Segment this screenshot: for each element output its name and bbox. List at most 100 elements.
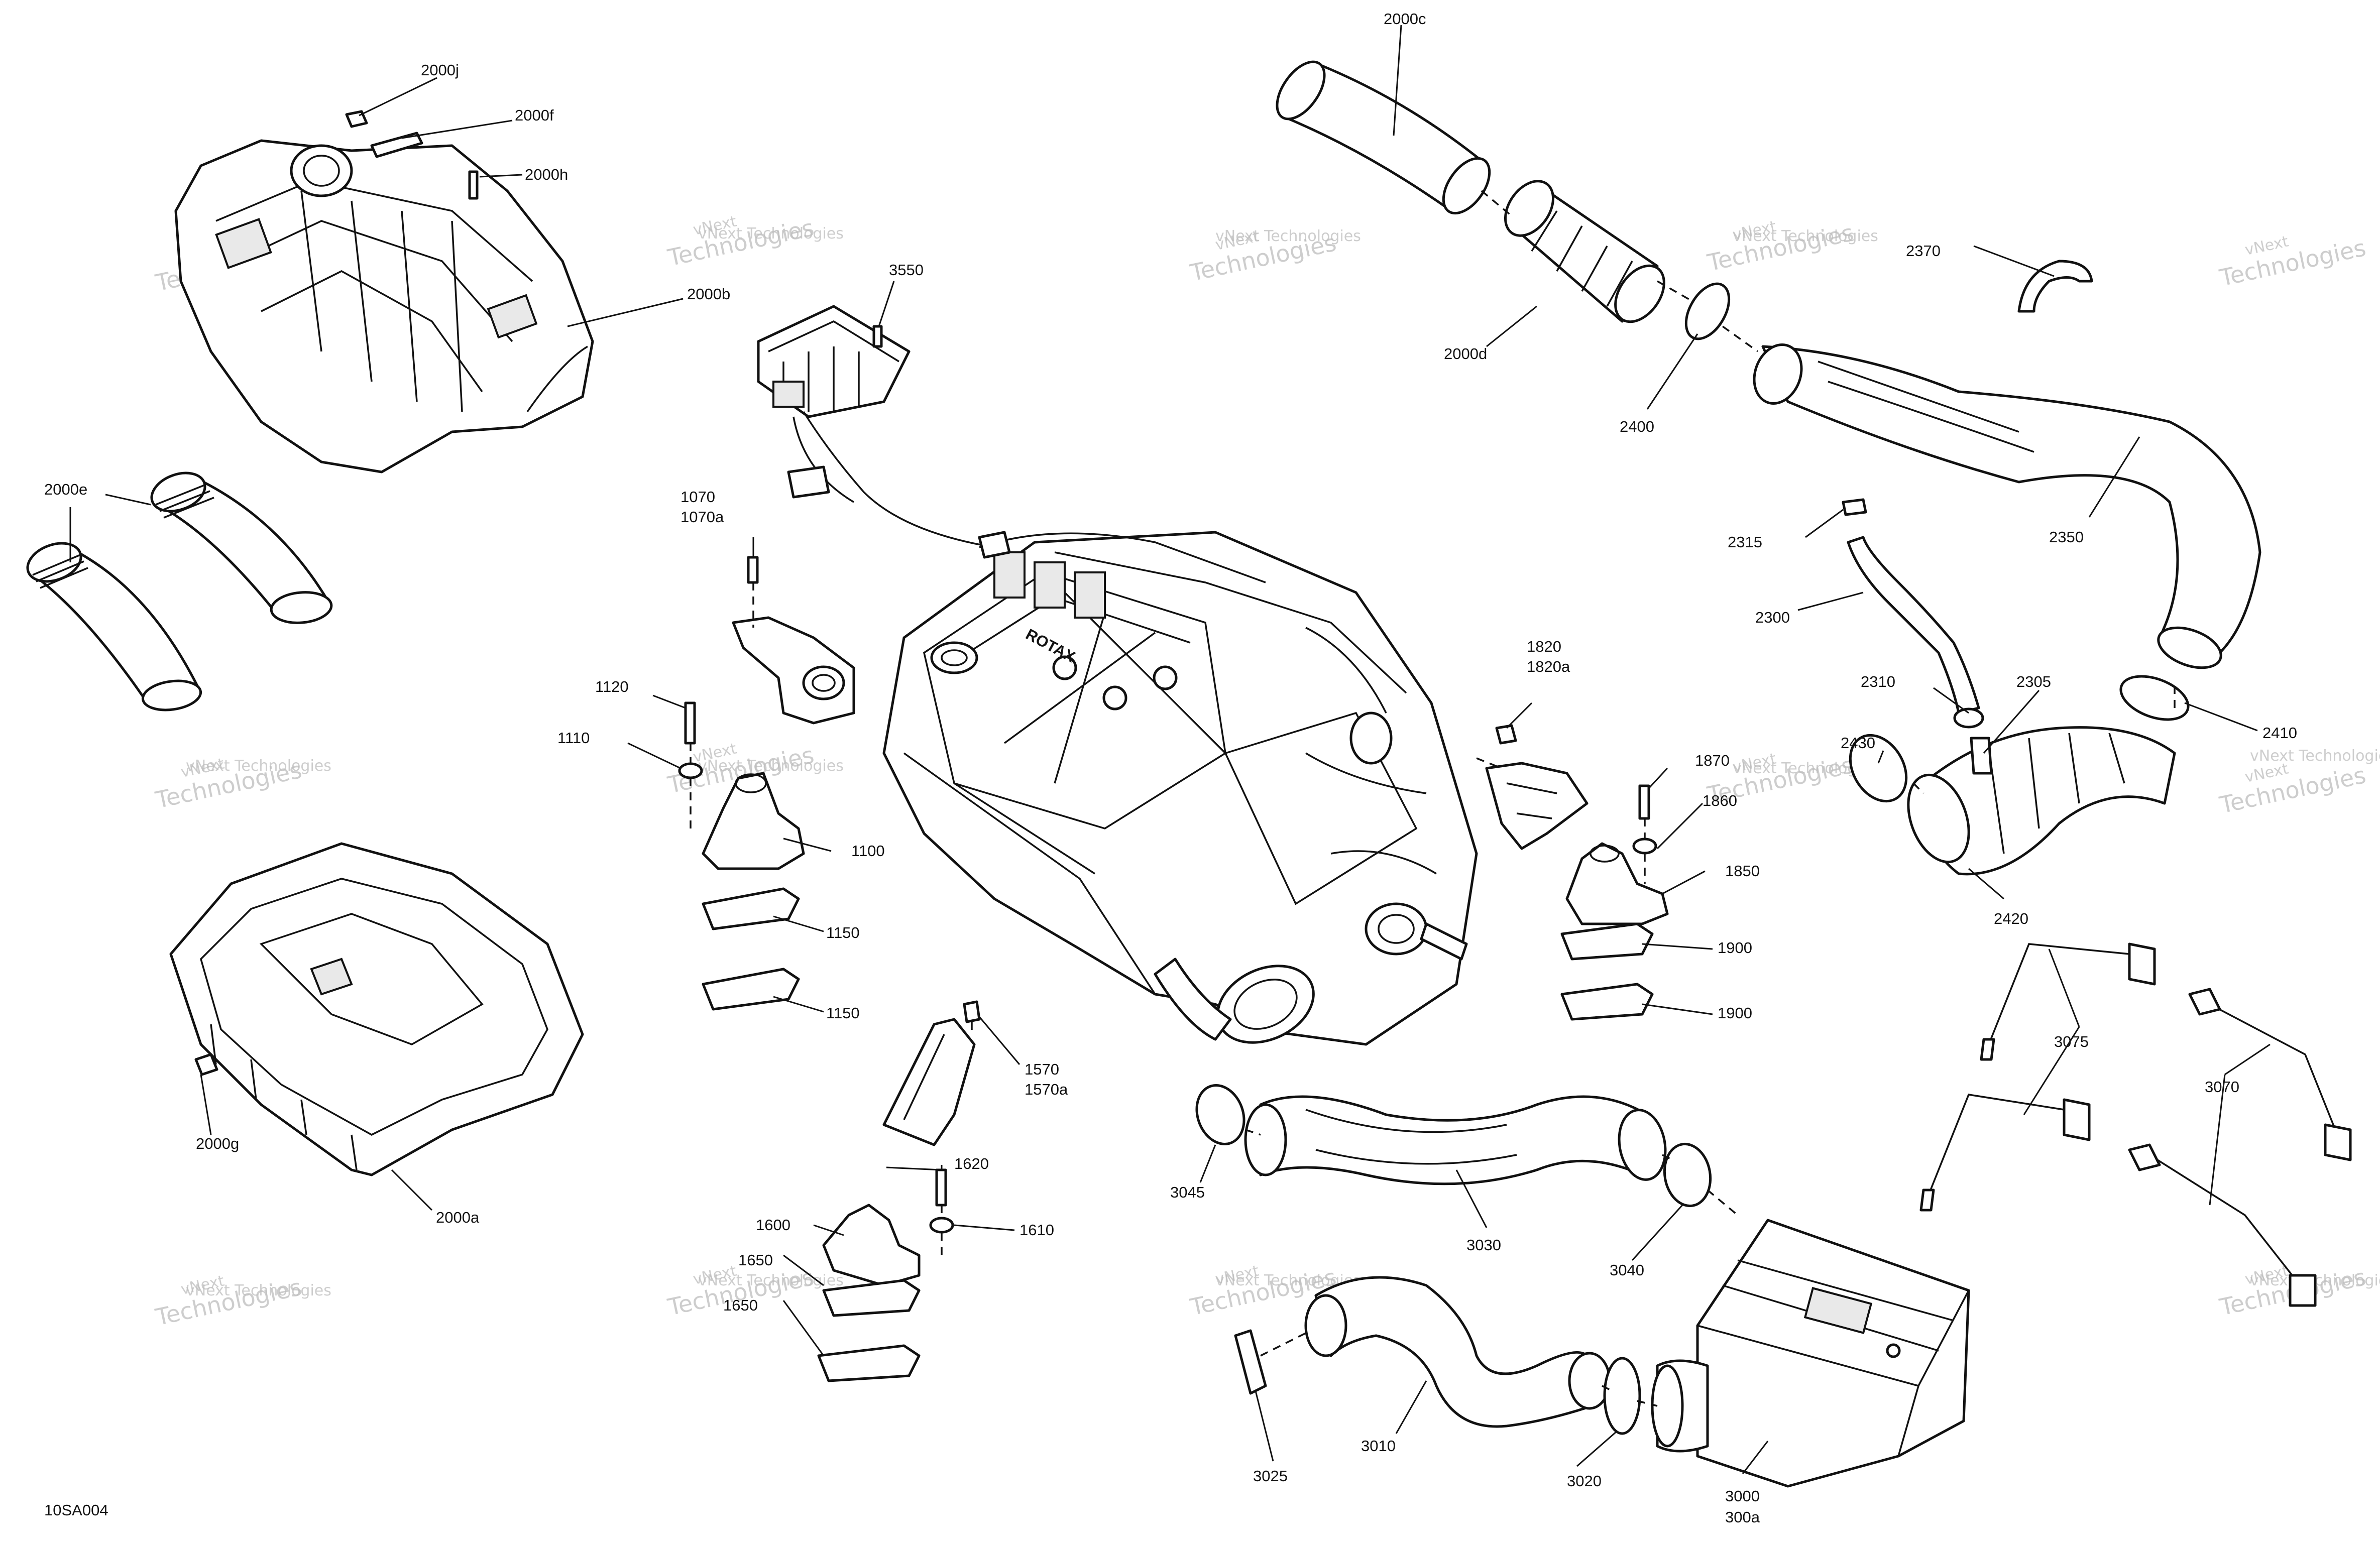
callout-2305: 2305 (2016, 673, 2051, 690)
screw-1570 (963, 1000, 981, 1023)
callout-2000b: 2000b (687, 285, 730, 303)
callout-1100: 1100 (851, 842, 885, 860)
callout-2350: 2350 (2049, 528, 2084, 546)
callout-1570: 1570 (1025, 1060, 1059, 1078)
gasket-2000f (370, 132, 423, 158)
bracket-1570 (882, 1018, 976, 1146)
watermark-small: vNext Technologies (698, 757, 844, 775)
screw-1820 (1495, 724, 1517, 745)
intake-tube-2000c (1276, 60, 1491, 215)
harness-plug (978, 531, 1011, 559)
drawing-code: 10SA004 (44, 1501, 108, 1519)
bolt-1620 (935, 1168, 947, 1207)
pipe-3070-lower (2128, 1143, 2317, 1307)
ecu-module-3550 (757, 305, 911, 418)
callout-1900: 1900 (1718, 939, 1752, 957)
engine-mount-1100 (702, 772, 805, 870)
alignment-lines (690, 190, 2176, 1407)
clamp-3020 (1603, 1357, 1641, 1435)
pipe-3075-upper (1980, 942, 2156, 1061)
washer-1110 (678, 762, 703, 779)
hose-3010 (1304, 1276, 1611, 1428)
callout-3075: 3075 (2054, 1033, 2089, 1050)
callout-2400: 2400 (1620, 418, 1654, 435)
watermark: vNext Technologies (1187, 227, 1338, 286)
svg-text:Technologies: Technologies (665, 214, 816, 271)
clamp-2410 (2119, 675, 2190, 721)
watermark-small: vNext Technologies (698, 225, 844, 243)
callout-1850: 1850 (1725, 862, 1760, 880)
clamp-2430 (1849, 734, 1908, 803)
callout-2000f: 2000f (515, 106, 554, 124)
pipe-3075-lower (1919, 1094, 2091, 1212)
shim-1900-a (1560, 922, 1654, 961)
callout-3020: 3020 (1567, 1472, 1602, 1490)
watermark-small: vNext Technologies (2250, 747, 2380, 765)
callout-1650-b: 1650 (723, 1296, 758, 1314)
shim-1150-b (702, 968, 800, 1011)
callout-1150-b: 1150 (826, 1004, 860, 1022)
callout-2000a: 2000a (436, 1209, 480, 1226)
callout-2300: 2300 (1755, 609, 1790, 626)
callout-2000d: 2000d (1444, 345, 1487, 363)
clamp-2400 (1684, 282, 1731, 340)
callout-2410: 2410 (2262, 724, 2297, 742)
washer-1860 (1632, 838, 1657, 855)
callout-2315: 2315 (1728, 533, 1762, 551)
bolt-1120 (684, 701, 696, 745)
harness-connector (787, 465, 830, 499)
screw-3550 (872, 325, 883, 348)
callout-1570a: 1570a (1025, 1081, 1068, 1098)
callout-3045: 3045 (1170, 1183, 1205, 1201)
callout-1900-b: 1900 (1718, 1004, 1752, 1022)
shim-1650-a (822, 1279, 921, 1317)
engine-mount-1600 (822, 1204, 921, 1287)
tube-2000e-upper (150, 471, 333, 624)
callout-2000h: 2000h (525, 166, 568, 183)
callout-2000g: 2000g (196, 1135, 239, 1152)
callout-2000e: 2000e (44, 481, 87, 498)
intake-boot-2420 (1907, 726, 2176, 876)
tube-2000e-lower (26, 542, 202, 711)
callout-3000: 3000 (1725, 1487, 1760, 1505)
callout-2370: 2370 (1906, 242, 1941, 260)
resonator-2000d (1504, 180, 1665, 323)
engine-block: ROTAX (882, 531, 1478, 1046)
callout-1150: 1150 (826, 924, 860, 941)
callout-1820: 1820 (1527, 638, 1561, 655)
callout-3025: 3025 (1253, 1467, 1288, 1485)
callout-1070a: 1070a (681, 508, 724, 526)
clamp-2310 (1953, 707, 1984, 729)
callout-2000c: 2000c (1384, 10, 1426, 28)
callout-1650: 1650 (738, 1251, 773, 1269)
bracket-1070 (732, 616, 855, 725)
wire-harness (792, 411, 995, 548)
intake-manifold-2000b (174, 139, 594, 473)
callout-3030: 3030 (1466, 1236, 1501, 1254)
callout-1600: 1600 (756, 1216, 790, 1234)
shim-1900-b (1560, 983, 1654, 1021)
intercooler-3000 (1651, 1219, 1970, 1488)
washer-1610 (929, 1217, 954, 1234)
shim-1150-a (702, 887, 800, 930)
watermark: vNext Technologies (153, 755, 304, 813)
callout-2430: 2430 (1841, 734, 1875, 752)
leader-lines (69, 25, 2271, 1474)
callout-labels: 2000j 2000f 2000h 2000b 2000e 2000g 2000… (44, 10, 2297, 1526)
watermark-small: vNext Technologies (1215, 227, 1361, 245)
callout-1610: 1610 (1019, 1221, 1054, 1239)
screw-2000h (468, 170, 479, 200)
clamp-3045 (1195, 1084, 1245, 1145)
callout-1820a: 1820a (1527, 658, 1570, 675)
callout-1070: 1070 (681, 488, 715, 506)
callout-1860: 1860 (1703, 792, 1737, 809)
callout-2000j: 2000j (421, 61, 459, 79)
watermark-small: vNext Technologies (186, 1282, 331, 1299)
callout-3010: 3010 (1361, 1437, 1396, 1455)
callout-3040: 3040 (1610, 1261, 1644, 1279)
plug-2000g (194, 1053, 218, 1076)
svg-text:Technologies: Technologies (2217, 761, 2368, 818)
hose-3030 (1244, 1095, 1667, 1185)
shim-1650-b (817, 1344, 921, 1382)
